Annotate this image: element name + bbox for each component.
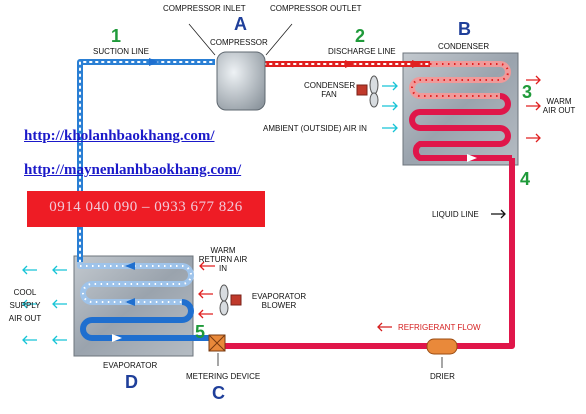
discharge-line-label: DISCHARGE LINE <box>328 47 396 56</box>
marker-2: 2 <box>355 26 366 46</box>
marker-5: 5 <box>195 322 206 342</box>
suction-flow-arrow <box>149 58 159 66</box>
evaporator-label: EVAPORATOR <box>103 361 158 370</box>
condenser-coil-upper <box>409 61 511 99</box>
evaporator-blower-label: EVAPORATOR BLOWER <box>251 292 307 310</box>
ambient-air-in-label: AMBIENT (OUTSIDE) AIR IN <box>263 124 367 133</box>
evaporator-coil-upper-dots <box>80 265 192 303</box>
refrigerant-flow-label: REFRIGERANT FLOW <box>398 323 481 332</box>
watermark-url-2[interactable]: http://maynenlanhbaokhang.com/ <box>24 162 242 178</box>
evaporator-coil-lower <box>80 299 212 341</box>
marker-3: 3 <box>522 82 533 102</box>
condenser-fan-icon <box>356 75 379 108</box>
liquid-line-pointer-arrow <box>491 209 506 219</box>
marker-4: 4 <box>520 169 531 189</box>
phone-numbers: 0914 040 090 – 0933 677 826 <box>49 199 243 215</box>
condenser-coil-lower <box>409 93 512 161</box>
liquid-line-label: LIQUID LINE <box>432 210 479 219</box>
compressor-label: COMPRESSOR <box>210 38 268 47</box>
metering-device <box>208 334 226 352</box>
inlet-pointer-line <box>188 23 216 56</box>
suction-line-label: SUCTION LINE <box>93 47 150 56</box>
warm-return-air-label: WARM RETURN AIR IN <box>198 246 248 273</box>
marker-d: D <box>125 372 138 392</box>
phone-banner <box>27 191 265 227</box>
compressor-body <box>216 51 266 111</box>
evaporator-flow-arrow-1 <box>125 262 135 270</box>
condenser-label: CONDENSER <box>438 42 490 51</box>
marker-b: B <box>458 19 471 39</box>
discharge-flow-arrow-1 <box>345 60 355 68</box>
evaporator-flow-arrow-3 <box>112 334 122 342</box>
discharge-flow-arrow-2 <box>412 60 422 68</box>
refrigerant-flow-arrow <box>377 322 392 332</box>
cool-air-out-arrows <box>22 265 67 345</box>
drier-label: DRIER <box>430 372 455 381</box>
warm-air-out-arrows <box>526 75 541 143</box>
compressor-outlet-label: COMPRESSOR OUTLET <box>270 4 362 13</box>
evaporator-flow-arrow-2 <box>125 298 135 306</box>
cool-supply-air-label: COOL SUPPLY AIR OUT <box>8 288 42 323</box>
metering-device-label: METERING DEVICE <box>186 372 261 381</box>
marker-a: A <box>234 14 247 34</box>
marker-1: 1 <box>111 26 122 46</box>
condenser-flow-arrow <box>467 154 477 162</box>
compressor-inlet-label: COMPRESSOR INLET <box>163 4 246 13</box>
liquid-line-pipe <box>224 158 515 349</box>
warm-air-out-label: WARM AIR OUT <box>542 97 576 115</box>
drier <box>426 338 458 355</box>
marker-c: C <box>212 383 225 403</box>
ambient-air-in-arrows <box>382 81 398 133</box>
condenser-fan-label: CONDENSER FAN <box>304 81 356 99</box>
outlet-pointer-line <box>265 23 293 56</box>
evaporator-blower-icon <box>219 284 242 316</box>
watermark-url-1[interactable]: http://kholanhbaokhang.com/ <box>24 128 215 144</box>
return-air-in-arrows <box>198 261 215 319</box>
